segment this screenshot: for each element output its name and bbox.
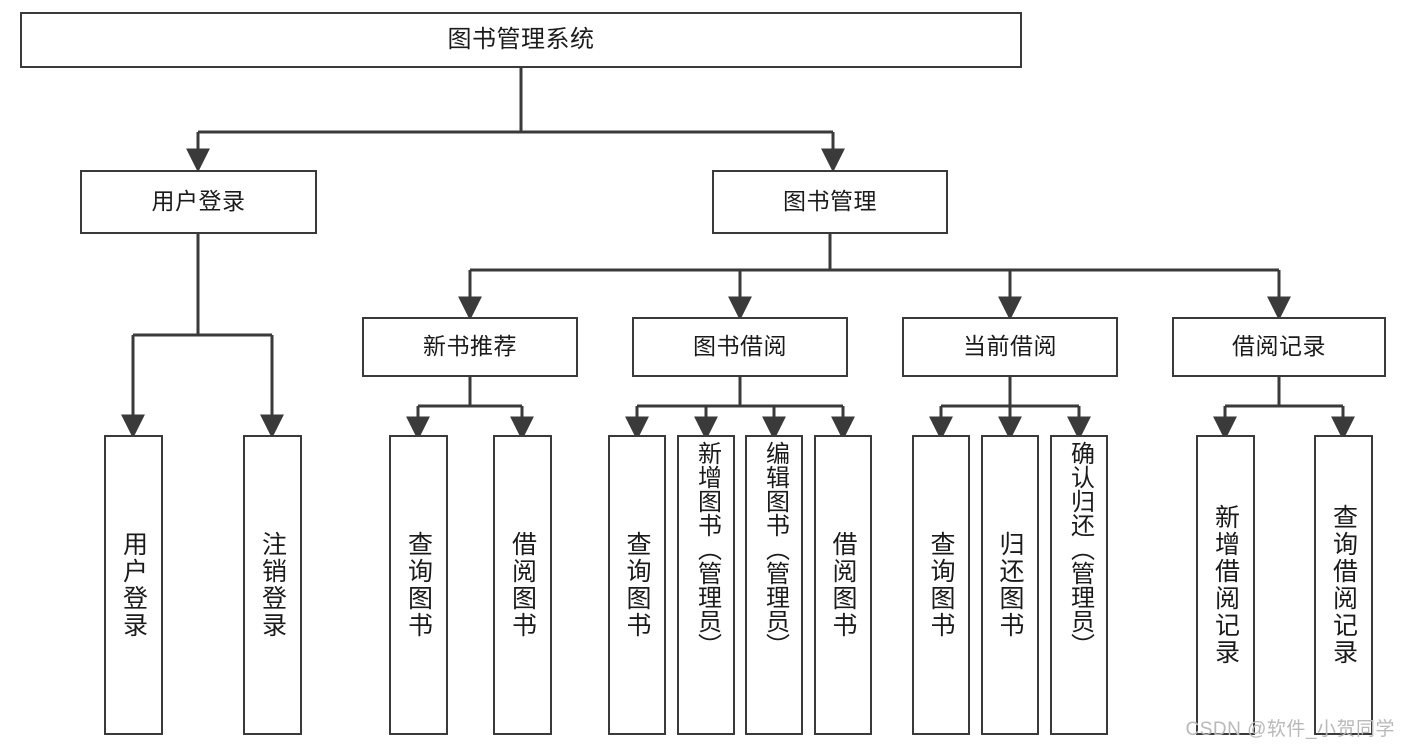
leaf-user-login[interactable]: 用户登录 [104, 435, 163, 735]
leaf-current-return-book-label: 归还图书 [996, 531, 1024, 639]
leaf-record-add[interactable]: 新增借阅记录 [1196, 435, 1255, 735]
node-new-book-recommend[interactable]: 新书推荐 [362, 317, 578, 377]
leaf-current-confirm-return-label: 确认归还（管理员） [1066, 441, 1094, 657]
leaf-current-query-book-label: 查询图书 [927, 531, 955, 639]
node-user-login-label: 用户登录 [151, 188, 246, 215]
node-user-login[interactable]: 用户登录 [80, 170, 317, 234]
node-root-label: 图书管理系统 [447, 25, 595, 53]
leaf-logout[interactable]: 注销登录 [243, 435, 302, 735]
node-book-borrow[interactable]: 图书借阅 [632, 317, 848, 377]
node-book-borrow-label: 图书借阅 [693, 333, 787, 360]
leaf-borrow-borrow-book[interactable]: 借阅图书 [814, 435, 872, 735]
leaf-user-login-label: 用户登录 [119, 531, 148, 639]
leaf-recommend-query-book-label: 查询图书 [404, 531, 433, 639]
leaf-current-confirm-return[interactable]: 确认归还（管理员） [1050, 435, 1108, 735]
leaf-borrow-query-book-label: 查询图书 [623, 531, 651, 639]
leaf-current-return-book[interactable]: 归还图书 [981, 435, 1039, 735]
leaf-borrow-edit-book-label: 编辑图书（管理员） [761, 441, 789, 657]
leaf-record-add-label: 新增借阅记录 [1211, 504, 1240, 666]
leaf-recommend-borrow-book[interactable]: 借阅图书 [493, 435, 552, 735]
leaf-record-query[interactable]: 查询借阅记录 [1314, 435, 1373, 735]
leaf-borrow-add-book[interactable]: 新增图书（管理员） [677, 435, 735, 735]
leaf-borrow-add-book-label: 新增图书（管理员） [693, 441, 721, 657]
leaf-borrow-query-book[interactable]: 查询图书 [608, 435, 666, 735]
node-book-manage-label: 图书管理 [783, 188, 877, 215]
node-new-book-recommend-label: 新书推荐 [423, 333, 517, 360]
node-borrow-record-label: 借阅记录 [1232, 333, 1326, 360]
leaf-record-query-label: 查询借阅记录 [1329, 504, 1358, 666]
leaf-recommend-query-book[interactable]: 查询图书 [389, 435, 448, 735]
node-root[interactable]: 图书管理系统 [20, 12, 1022, 68]
node-current-borrow-label: 当前借阅 [963, 333, 1057, 360]
leaf-logout-label: 注销登录 [258, 531, 287, 639]
leaf-borrow-edit-book[interactable]: 编辑图书（管理员） [745, 435, 803, 735]
leaf-borrow-borrow-book-label: 借阅图书 [829, 531, 857, 639]
node-current-borrow[interactable]: 当前借阅 [902, 317, 1118, 377]
leaf-recommend-borrow-book-label: 借阅图书 [508, 531, 537, 639]
node-book-manage[interactable]: 图书管理 [712, 170, 948, 234]
node-borrow-record[interactable]: 借阅记录 [1172, 317, 1386, 377]
leaf-current-query-book[interactable]: 查询图书 [912, 435, 970, 735]
csdn-watermark: CSDN @软件_小贺同学 [1185, 719, 1395, 740]
